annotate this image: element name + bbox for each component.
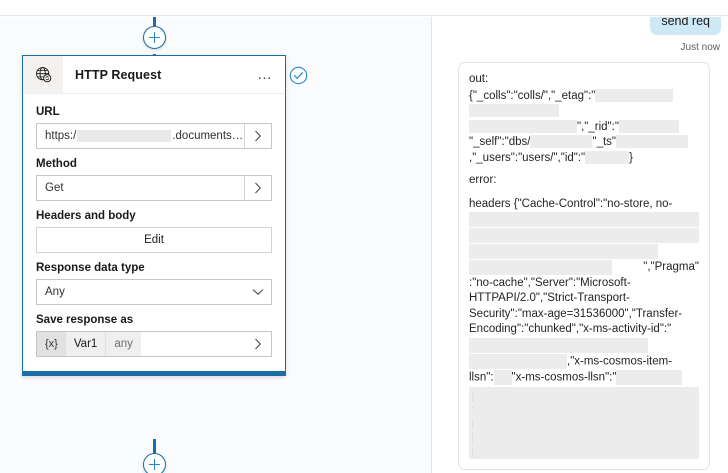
sent-message-bubble: send req — [650, 17, 721, 35]
redaction-block — [469, 260, 612, 276]
chevron-down-icon[interactable] — [245, 280, 271, 304]
redaction-block — [469, 353, 567, 369]
card-overflow-menu-icon[interactable]: … — [257, 65, 273, 83]
response-llsn-line: llsn": "x-ms-cosmos-llsn":" — [469, 369, 699, 386]
url-value: https:/ .documents… — [37, 130, 244, 142]
response-message-bubble: out: {"_colls":"colls/","_etag":" ","_ri… — [458, 62, 710, 470]
chat-panel[interactable]: send req Just now out: {"_colls":"colls/… — [433, 17, 728, 473]
response-out-rid: ","_rid":" — [577, 120, 619, 133]
flow-canvas[interactable]: HTTP Request … URL https:/ .documents… Me… — [0, 17, 432, 473]
spacer — [469, 166, 699, 173]
url-redaction-block — [77, 130, 172, 142]
redaction-block — [530, 135, 593, 149]
plus-icon-vertical — [153, 31, 156, 43]
method-value: Get — [45, 182, 64, 194]
response-out-ts: "_ts" — [592, 136, 616, 148]
response-out-line-1: {"_colls":"colls/","_etag":" — [469, 88, 699, 105]
url-label: URL — [36, 106, 60, 118]
response-out-label: out: — [469, 73, 489, 85]
sent-message-timestamp: Just now — [680, 42, 720, 53]
redaction-ghost-text: | — [471, 445, 474, 458]
response-data-type-value: Any — [45, 286, 65, 298]
redaction-block — [469, 119, 577, 133]
response-out-line-3: ","_rid":" — [469, 119, 699, 136]
redaction-ghost-text: | — [471, 417, 474, 430]
redaction-ghost-text: | — [471, 431, 474, 444]
http-request-card[interactable]: HTTP Request … URL https:/ .documents… Me… — [22, 55, 286, 376]
redaction-block — [616, 135, 688, 149]
chevron-right-icon[interactable] — [244, 176, 271, 200]
redaction-block — [469, 228, 699, 244]
response-out-json-head: {"_colls":"colls/","_etag":" — [469, 89, 596, 102]
response-headers-redaction-1 — [469, 212, 699, 228]
variable-token[interactable]: {x} Var1 any — [37, 332, 245, 356]
chevron-right-icon[interactable] — [245, 332, 271, 356]
redaction-block-large: { : | | | — [469, 386, 699, 459]
save-response-as-label: Save response as — [36, 314, 134, 326]
url-prefix: https:/ — [45, 130, 77, 142]
redaction-ghost-text: : — [471, 403, 475, 416]
redaction-ghost-text: { — [471, 389, 475, 402]
save-response-as-field[interactable]: {x} Var1 any — [36, 331, 272, 357]
url-suffix: .documents… — [172, 130, 244, 142]
top-command-strip — [0, 0, 728, 16]
response-cosmos-llsn: "x-ms-cosmos-llsn":" — [511, 371, 617, 384]
card-header: HTTP Request … — [23, 56, 285, 94]
response-llsn-label: llsn": — [469, 371, 494, 384]
redaction-block — [595, 88, 674, 102]
redaction-block — [469, 244, 658, 260]
chevron-right-icon[interactable] — [244, 124, 271, 148]
response-out-close: } — [629, 151, 633, 164]
response-out-users: ,"_users":"users/","id":" — [469, 151, 586, 164]
response-headers-redaction-3 — [469, 244, 699, 260]
method-field[interactable]: Get — [36, 175, 272, 201]
response-headers-redaction-2 — [469, 228, 699, 244]
url-field[interactable]: https:/ .documents… — [36, 123, 272, 149]
add-step-button-top[interactable] — [143, 26, 166, 49]
headers-and-body-label: Headers and body — [36, 210, 136, 222]
response-headers-body: :"no-cache","Server":"Microsoft-HTTPAPI/… — [469, 276, 683, 336]
redaction-block — [616, 369, 683, 385]
redaction-block — [585, 150, 630, 164]
card-body: URL https:/ .documents… Method Get — [23, 94, 285, 371]
redaction-block — [469, 104, 559, 118]
edit-headers-button[interactable]: Edit — [36, 227, 272, 253]
card-title: HTTP Request — [75, 67, 162, 82]
response-cosmos-item: ,"x-ms-cosmos-item- — [567, 355, 673, 368]
response-out-self: "_self":"dbs/ — [469, 136, 531, 148]
spacer — [469, 190, 699, 197]
redaction-block — [469, 337, 649, 353]
response-out-line-4: "_self":"dbs/ "_ts" — [469, 135, 699, 151]
variable-type: any — [105, 332, 141, 356]
response-out-line-2 — [469, 104, 699, 120]
method-label: Method — [36, 158, 77, 170]
response-cosmos-item-line: ,"x-ms-cosmos-item- — [469, 353, 699, 370]
redaction-block — [618, 119, 679, 133]
response-out-line-5: ,"_users":"users/","id":"} — [469, 150, 699, 167]
redaction-block — [493, 369, 512, 385]
connector-line-top-upper — [153, 17, 156, 26]
connector-line-bottom-upper — [153, 439, 156, 453]
variable-name: Var1 — [65, 332, 106, 356]
response-error-label: error: — [469, 174, 497, 186]
response-headers-line-1: headers {"Cache-Control":"no-store, no- — [469, 197, 673, 210]
redaction-block — [469, 212, 699, 227]
add-step-button-bottom[interactable] — [143, 453, 166, 473]
response-data-type-label: Response data type — [36, 262, 145, 274]
status-badge-valid-icon — [289, 66, 308, 85]
response-headers-redaction-5 — [469, 337, 699, 354]
response-pragma: ","Pragma" — [643, 261, 699, 274]
globe-http-icon — [23, 56, 63, 93]
plus-icon-vertical — [153, 458, 156, 470]
response-headers-redaction-4: ","Pragma" — [469, 260, 699, 276]
response-data-type-select[interactable]: Any — [36, 279, 272, 305]
variable-token-icon: {x} — [37, 332, 66, 356]
